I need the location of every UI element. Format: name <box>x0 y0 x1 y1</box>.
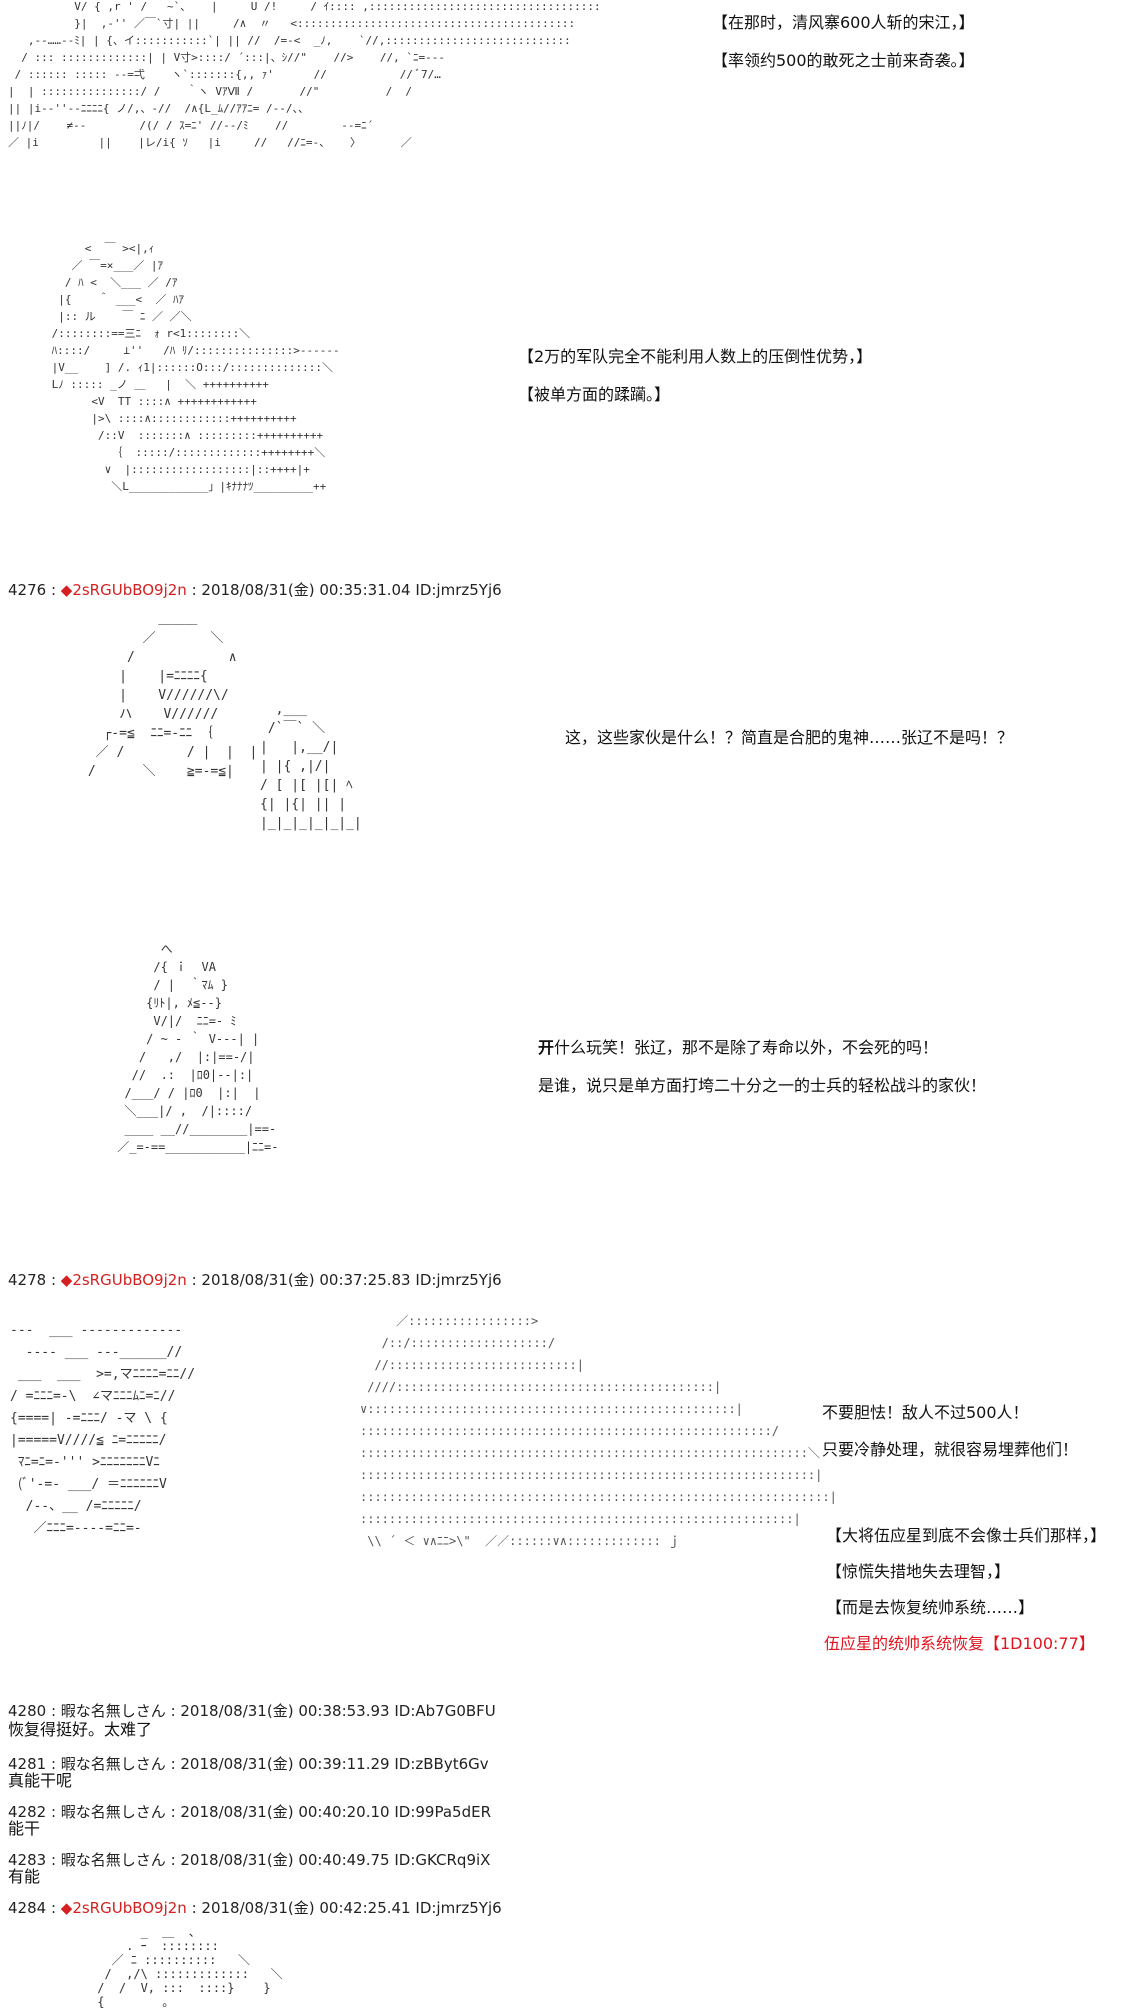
ascii-art-battle-top: V/ { ,r ' / ~`、 | U /! / ｲ:::: ,::::::::… <box>8 0 601 149</box>
post-number: 4281 <box>8 1755 47 1773</box>
ascii-art-helmet-figures: ＿＿＿ ／ ＼ / ∧ | |=ﾆﾆﾆﾆ{ | V//////\/ ハ V///… <box>87 612 258 779</box>
separator: : <box>165 1803 181 1821</box>
separator: : <box>165 1851 181 1869</box>
post-header: 4278 : ◆2sRGUbBO9j2n : 2018/08/31(金) 00:… <box>8 1271 502 1290</box>
separator: : <box>46 1755 61 1773</box>
post-body: 能干 <box>8 1819 41 1838</box>
dialogue-line: 不要胆怯！敌人不过500人！ <box>822 1403 1029 1422</box>
post-header: 4282 : 暇な名無しさん : 2018/08/31(金) 00:40:20.… <box>8 1803 491 1822</box>
post-id[interactable]: ID:jmrz5Yj6 <box>415 581 502 599</box>
separator: : <box>46 1803 61 1821</box>
post-time: 00:38:53.93 <box>298 1702 390 1720</box>
post-id[interactable]: ID:Ab7G0BFU <box>394 1702 496 1720</box>
separator: : <box>165 1702 181 1720</box>
post-number: 4278 <box>8 1271 47 1289</box>
post-header: 4280 : 暇な名無しさん : 2018/08/31(金) 00:38:53.… <box>8 1702 496 1721</box>
dialogue-rest: 什么玩笑！张辽，那不是除了寿命以外，不会死的吗！ <box>554 1038 939 1057</box>
post-time: 00:40:49.75 <box>298 1851 390 1869</box>
post-id[interactable]: ID:GKCRq9iX <box>394 1851 491 1869</box>
post-body: 真能干呢 <box>8 1771 73 1790</box>
ascii-art-cavalry: --- ___ ------------- ---- ___ ---______… <box>10 1323 196 1536</box>
post-date: 2018/08/31(金) <box>180 1803 294 1821</box>
post-date: 2018/08/31(金) <box>180 1755 294 1773</box>
post-id[interactable]: ID:jmrz5Yj6 <box>415 1271 502 1289</box>
poster-trip[interactable]: ◆2sRGUbBO9j2n <box>60 581 187 599</box>
dialogue-line: 开什么玩笑！张辽，那不是除了寿命以外，不会死的吗！ <box>538 1038 938 1058</box>
poster-name: 暇な名無しさん <box>60 1851 166 1869</box>
dialogue-line: 这，这些家伙是什么！？简直是合肥的鬼神……张辽不是吗！？ <box>565 728 1014 747</box>
ascii-art-soldiers: ,___ /`￣` ＼ | |,__/| | |{ ,|/| / [ |[ |[… <box>260 702 362 831</box>
post-time: 00:40:20.10 <box>298 1803 390 1821</box>
post-number: 4282 <box>8 1803 47 1821</box>
poster-name: 暇な名無しさん <box>60 1702 166 1720</box>
narration-line: 【率领约500的敢死之士前来奇袭。】 <box>712 51 975 70</box>
post-id[interactable]: ID:jmrz5Yj6 <box>415 1899 502 1917</box>
post-time: 00:35:31.04 <box>319 581 411 599</box>
post-time: 00:39:11.29 <box>298 1755 390 1773</box>
separator: : <box>46 1899 61 1917</box>
post-number: 4284 <box>8 1899 47 1917</box>
bold-prefix: 开 <box>538 1038 555 1057</box>
narration-line: 【2万的军队完全不能利用人数上的压倒性优势，】 <box>518 347 873 366</box>
separator: : <box>186 1899 202 1917</box>
narration-line: 【大将伍应星到底不会像士兵们那样，】 <box>826 1526 1107 1545</box>
post-id[interactable]: ID:zBByt6Gv <box>394 1755 489 1773</box>
post-body: 恢复得挺好。太难了 <box>8 1720 153 1739</box>
post-header: 4284 : ◆2sRGUbBO9j2n : 2018/08/31(金) 00:… <box>8 1899 502 1918</box>
separator: : <box>46 1702 61 1720</box>
ascii-art-general: へ /{ ｉ VA / | ｀ﾏﾑ } {ﾘﾄ|, ﾒ≦--} V/|/ ﾆﾆ=… <box>117 942 279 1154</box>
separator: : <box>46 581 61 599</box>
poster-trip[interactable]: ◆2sRGUbBO9j2n <box>60 1271 187 1289</box>
separator: : <box>165 1755 181 1773</box>
dialogue-line: 是谁，说只是单方面打垮二十分之一的士兵的轻松战斗的家伙！ <box>538 1076 987 1095</box>
separator: : <box>186 1271 202 1289</box>
ascii-art-crowd: < ￣ ><|,ｨ ／ ￣=×___／ |ｱ / ﾊ < ＼___ ／ /ｱ |… <box>51 242 340 493</box>
post-header: 4276 : ◆2sRGUbBO9j2n : 2018/08/31(金) 00:… <box>8 581 502 600</box>
post-date: 2018/08/31(金) <box>180 1702 294 1720</box>
post-body: 有能 <box>8 1867 41 1886</box>
ascii-art-final-figure: _ ＿ 、 . ｰ :::::::: ／ ﾆ :::::::::: ＼ / ,/… <box>97 1925 283 2009</box>
dialogue-line: 只要冷静处理，就很容易埋葬他们！ <box>822 1440 1079 1459</box>
narration-line: 【惊慌失措地失去理智，】 <box>826 1562 1011 1581</box>
separator: : <box>46 1851 61 1869</box>
poster-name: 暇な名無しさん <box>60 1755 166 1773</box>
post-number: 4276 <box>8 581 47 599</box>
post-number: 4280 <box>8 1702 47 1720</box>
poster-name: 暇な名無しさん <box>60 1803 166 1821</box>
poster-trip[interactable]: ◆2sRGUbBO9j2n <box>60 1899 187 1917</box>
post-header: 4281 : 暇な名無しさん : 2018/08/31(金) 00:39:11.… <box>8 1755 489 1774</box>
post-date: 2018/08/31(金) <box>180 1851 294 1869</box>
separator: : <box>186 581 202 599</box>
post-time: 00:42:25.41 <box>319 1899 411 1917</box>
post-time: 00:37:25.83 <box>319 1271 411 1289</box>
post-date: 2018/08/31(金) <box>201 1899 315 1917</box>
ascii-art-cavalry-right: ／:::::::::::::::::> /::/::::::::::::::::… <box>360 1314 837 1548</box>
post-date: 2018/08/31(金) <box>201 581 315 599</box>
post-date: 2018/08/31(金) <box>201 1271 315 1289</box>
post-header: 4283 : 暇な名無しさん : 2018/08/31(金) 00:40:49.… <box>8 1851 490 1870</box>
narration-line: 【在那时，清风寨600人斩的宋江，】 <box>712 13 975 32</box>
separator: : <box>46 1271 61 1289</box>
narration-line: 【而是去恢复统帅系统……】 <box>826 1598 1035 1617</box>
dice-roll-result: 伍应星的统帅系统恢复【1D100:77】 <box>824 1634 1095 1653</box>
post-id[interactable]: ID:99Pa5dER <box>394 1803 492 1821</box>
narration-line: 【被单方面的蹂躏。】 <box>518 385 671 404</box>
post-number: 4283 <box>8 1851 47 1869</box>
